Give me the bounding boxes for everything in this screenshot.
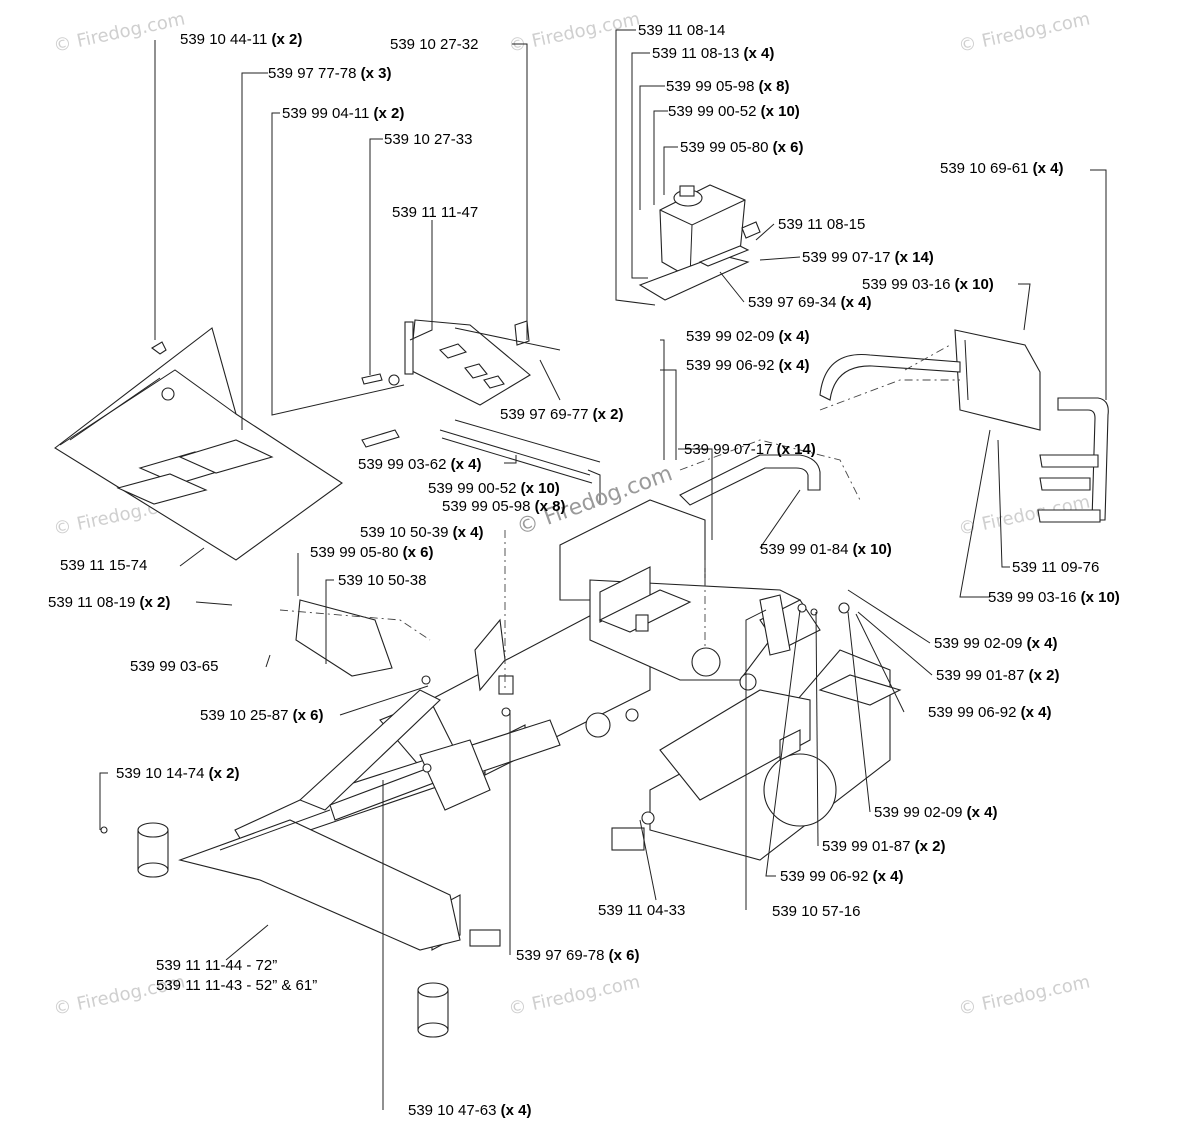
part-label: 539 97 69-77 (x 2) [500,406,623,423]
part-label: 539 99 05-98 (x 8) [442,498,565,515]
hydraulic-tank [638,184,761,301]
floor-pan [54,327,343,561]
part-label: 539 11 09-76 [1012,559,1099,576]
part-label: 539 10 47-63 (x 4) [408,1102,531,1119]
part-label: 539 99 01-87 (x 2) [936,667,1059,684]
part-label: 539 11 11-47 [392,204,478,221]
caster-yokes [137,822,449,1038]
front-deck-plate [178,809,461,951]
part-label: 539 97 69-34 (x 4) [748,294,871,311]
assembly-lines [279,344,960,690]
part-label: 539 99 04-11 (x 2) [282,105,404,122]
part-label: 539 99 06-92 (x 4) [780,868,903,885]
part-label: 539 11 11-44 - 72” [156,957,277,974]
part-label: 539 11 08-15 [778,216,865,233]
leader-lines [99,29,1107,1110]
part-label: 539 10 50-38 [338,572,426,589]
rear-bumper [679,454,821,506]
part-label: 539 11 15-74 [60,557,147,574]
part-label: 539 99 02-09 (x 4) [934,635,1057,652]
part-label: 539 99 01-87 (x 2) [822,838,945,855]
part-label: 539 99 05-98 (x 8) [666,78,789,95]
hardware [100,594,850,834]
part-label: 539 10 27-33 [384,131,472,148]
part-label: 539 10 14-74 (x 2) [116,765,239,782]
watermark-top-right: © Firedog.com [957,9,1092,57]
control-bracket [361,319,561,406]
watermark-top-left: © Firedog.com [52,9,187,57]
part-label: 539 99 03-16 (x 10) [988,589,1120,606]
rods [361,419,601,484]
part-label: 539 10 44-11 (x 2) [180,31,302,48]
part-label: 539 99 00-52 (x 10) [668,103,800,120]
part-label: 539 10 27-32 [390,36,478,53]
part-label: 539 99 07-17 (x 14) [684,441,816,458]
part-label: 539 99 06-92 (x 4) [928,704,1051,721]
part-label: 539 97 69-78 (x 6) [516,947,639,964]
part-label: 539 10 69-61 (x 4) [940,160,1063,177]
part-label: 539 97 77-78 (x 3) [268,65,391,82]
part-label: 539 99 05-80 (x 6) [680,139,803,156]
part-label: 539 10 50-39 (x 4) [360,524,483,541]
part-label: 539 99 05-80 (x 6) [310,544,433,561]
part-label: 539 99 02-09 (x 4) [874,804,997,821]
part-label: 539 99 07-17 (x 14) [802,249,934,266]
part-label: 539 99 06-92 (x 4) [686,357,809,374]
main-frame [234,499,902,951]
part-label: 539 10 57-16 [772,903,860,920]
part-label: 539 11 08-14 [638,22,725,39]
part-label: 539 99 02-09 (x 4) [686,328,809,345]
part-label: 539 11 11-43 - 52” & 61” [156,977,317,994]
part-label: 539 11 08-19 (x 2) [48,594,170,611]
part-label: 539 99 03-16 (x 10) [862,276,994,293]
part-label: 539 99 01-84 (x 10) [760,541,892,558]
part-label: 539 99 00-52 (x 10) [428,480,560,497]
part-label: 539 10 25-87 (x 6) [200,707,323,724]
part-label: 539 11 08-13 (x 4) [652,45,774,62]
part-labels: 539 10 44-11 (x 2) 539 97 77-78 (x 3) 53… [48,22,1120,1119]
parts-drawing [54,29,1109,1110]
part-label: 539 99 03-62 (x 4) [358,456,481,473]
part-label: 539 11 04-33 [598,902,685,919]
part-label: 539 99 03-65 [130,658,218,675]
watermark-bottom-right: © Firedog.com [957,972,1092,1020]
rear-guard [819,329,1109,523]
watermark-bottom-middle: © Firedog.com [507,972,642,1020]
